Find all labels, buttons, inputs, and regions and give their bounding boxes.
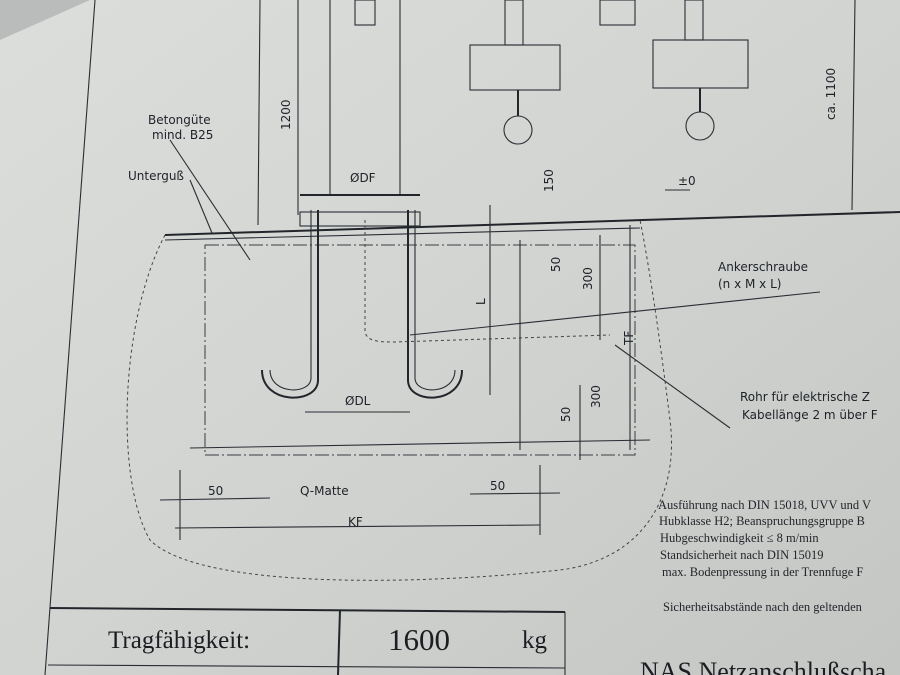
mesh-line [189,439,651,449]
note-line: Hubklasse H2; Beanspruchungsgruppe B [659,514,865,528]
dim-1200: 1200 [279,99,293,130]
cable-pipe [364,220,611,343]
capacity-value: 1600 [388,622,450,657]
dim-KF: KF [348,515,363,529]
capacity-table: Tragfähigkeit: 1600 kg [47,607,566,675]
note-line: Standsicherheit nach DIN 15019 [660,548,824,562]
anchor-leader [409,291,821,336]
excavation-outline [126,219,672,581]
kf-dimension-line [174,524,541,529]
dim-300-upper: 300 [581,267,595,290]
mesh-label: Q-Matte [300,484,349,498]
right-dimension-line [851,0,856,211]
dim-TF: TF [622,331,636,346]
dim-L: L [474,298,488,305]
anchor-bolt-label: Ankerschraube [718,260,808,274]
ground-line [164,211,900,236]
capacity-unit: kg [522,627,548,654]
note-line: Hubgeschwindigkeit ≤ 8 m/min [660,531,819,545]
paper-corner [0,0,90,40]
note-line: max. Bodenpressung in der Trennfuge F [662,565,863,579]
foundation-outline [204,244,636,456]
column [257,0,401,226]
pipe-leader [614,344,731,429]
concrete-min-label: mind. B25 [152,128,213,142]
dia-df-label: ØDF [350,171,376,185]
dim-300-lower: 300 [589,385,603,408]
grout-label: Unterguß [128,169,184,183]
pipe-label-line2: Kabellänge 2 m über F [742,408,878,422]
specification-notes: Ausführung nach DIN 15018, UVV und V Hub… [658,498,871,614]
dim-ca1100: ca. 1100 [824,68,838,120]
capacity-label: Tragfähigkeit: [108,627,250,654]
anchor-spec-label: (n x M x L) [718,277,781,291]
dim-50-right: 50 [490,479,505,493]
pipe-label-line1: Rohr für elektrische Z [740,390,870,404]
frame-border-line [44,0,96,675]
grout-line [164,227,641,241]
hoist-left [469,0,561,145]
dim-50-left: 50 [208,484,223,498]
note-line: Sicherheitsabstände nach den geltenden [663,600,863,614]
concrete-grade-label: Betongüte [148,113,211,127]
zero-level-label: ±0 [678,174,696,188]
note-line: Ausführung nach DIN 15018, UVV und V [658,498,871,512]
dim-50-lower: 50 [559,407,573,422]
footer-title: NAS Netzanschlußscha [640,657,887,675]
dim-50-upper: 50 [549,257,563,272]
dim-150: 150 [542,169,556,192]
dia-dl-label: ØDL [345,394,371,408]
anchor-bolt-left [261,210,319,399]
anchor-bolt-right [407,210,463,399]
hoist-right [599,0,749,141]
